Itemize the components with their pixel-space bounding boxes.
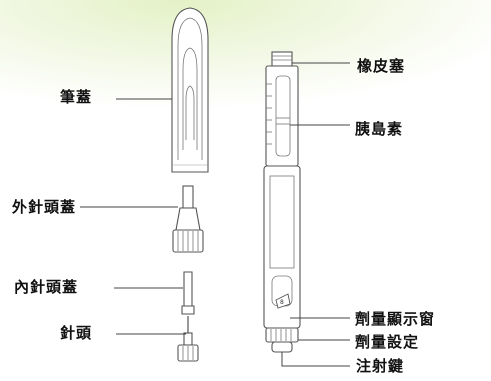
label-cap: 筆蓋 [60, 88, 93, 106]
label-dose-selector: 劑量設定 [355, 333, 420, 351]
label-injection-button: 注射鍵 [356, 357, 405, 375]
needle-drawing [177, 316, 199, 362]
label-outer-needle-cap: 外針頭蓋 [12, 198, 77, 216]
insulin-pen-drawing: 8 [263, 51, 301, 353]
label-insulin: 胰島素 [355, 120, 404, 138]
svg-text:8: 8 [280, 299, 284, 306]
label-rubber-stopper: 橡皮塞 [357, 57, 406, 75]
pen-cap-drawing [171, 7, 209, 173]
label-inner-needle-cap: 內針頭蓋 [14, 278, 79, 296]
label-dose-window: 劑量顯示窗 [355, 310, 436, 328]
outer-needle-cap-drawing [172, 185, 204, 253]
inner-needle-cap-drawing [181, 271, 195, 315]
leader-injection-button [281, 352, 350, 367]
label-needle: 針頭 [60, 324, 93, 342]
